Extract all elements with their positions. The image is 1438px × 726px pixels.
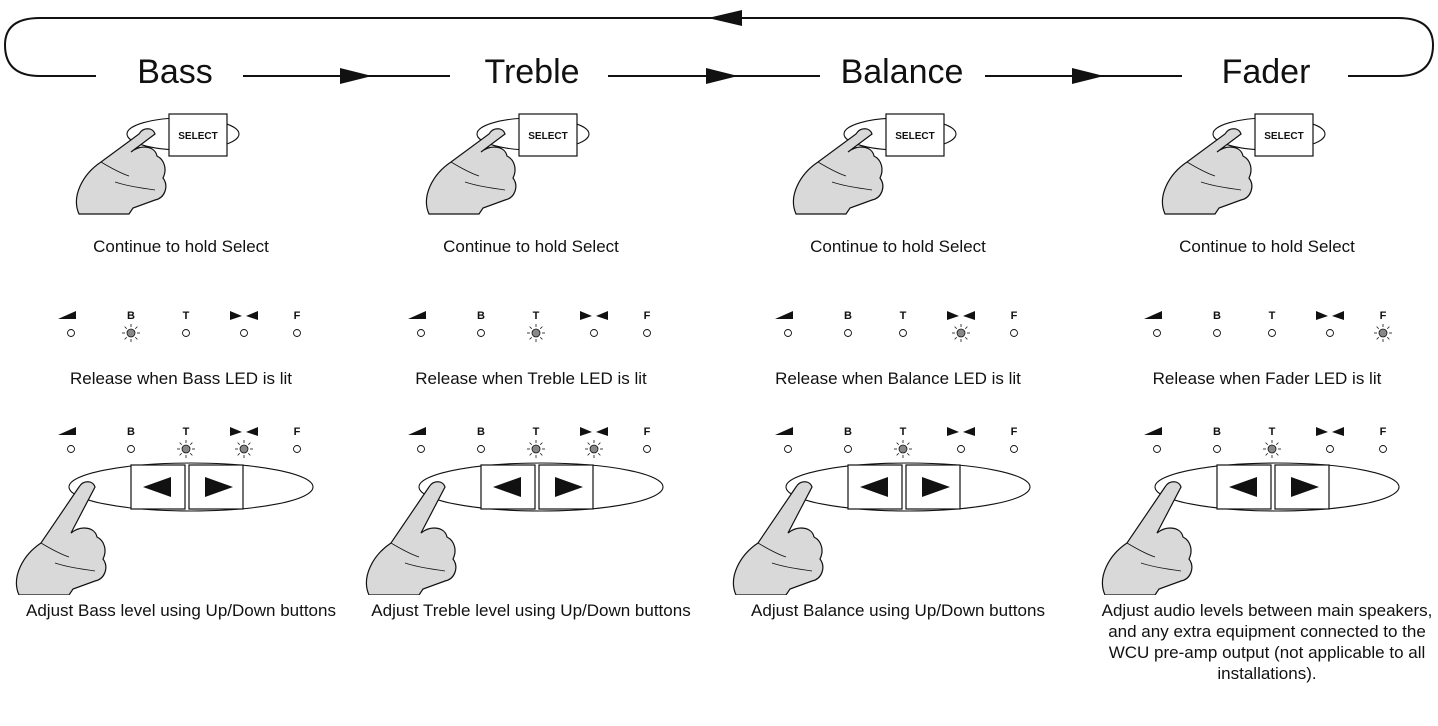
- select-press-illustration: SELECT: [75, 113, 240, 215]
- left-arrow-icon: [1229, 477, 1257, 497]
- release-caption: Release when Treble LED is lit: [415, 369, 647, 388]
- right-arrow-icon: [555, 477, 583, 497]
- svg-text:F: F: [1011, 310, 1018, 322]
- svg-text:T: T: [183, 426, 190, 438]
- return-loop-left: [3, 17, 740, 77]
- updown-press-illustration: [15, 462, 314, 595]
- right-arrow-icon: [1291, 477, 1319, 497]
- svg-text:B: B: [127, 426, 135, 438]
- mode-title-fader: Fader: [1221, 53, 1311, 91]
- updown-press-illustration: [732, 462, 1031, 595]
- release-caption: Release when Bass LED is lit: [69, 369, 293, 388]
- hold-select-caption: Continue to hold Select: [93, 237, 269, 256]
- svg-text:B: B: [1213, 426, 1221, 438]
- svg-text:T: T: [1269, 310, 1276, 322]
- svg-text:F: F: [294, 310, 301, 322]
- adjust-caption: Adjust Balance using Up/Down buttons: [751, 601, 1045, 620]
- svg-text:B: B: [1213, 310, 1221, 322]
- release-caption: Release when Balance LED is lit: [775, 369, 1021, 388]
- svg-text:T: T: [183, 310, 190, 322]
- adjust-caption: Adjust audio levels between main speaker…: [1101, 601, 1433, 683]
- mode-title-treble: Treble: [484, 53, 580, 91]
- select-press-illustration: SELECT: [792, 113, 957, 215]
- hold-select-caption: Continue to hold Select: [810, 237, 986, 256]
- left-arrow-icon: [143, 477, 171, 497]
- svg-text:F: F: [1011, 426, 1018, 438]
- select-button-label: SELECT: [528, 131, 567, 142]
- select-press-illustration: SELECT: [425, 113, 590, 215]
- select-button-label: SELECT: [895, 131, 934, 142]
- select-button: [168, 113, 228, 157]
- select-button-label: SELECT: [178, 131, 217, 142]
- svg-text:F: F: [1380, 310, 1387, 322]
- return-loop-right: [740, 17, 1435, 77]
- select-button: [518, 113, 578, 157]
- svg-text:B: B: [477, 426, 485, 438]
- release-caption: Release when Fader LED is lit: [1152, 369, 1382, 388]
- svg-text:F: F: [294, 426, 301, 438]
- svg-text:T: T: [900, 426, 907, 438]
- svg-text:T: T: [533, 310, 540, 322]
- right-arrow-icon: [922, 477, 950, 497]
- left-arrow-icon: [493, 477, 521, 497]
- svg-text:T: T: [1269, 426, 1276, 438]
- svg-text:B: B: [127, 310, 135, 322]
- svg-text:B: B: [844, 426, 852, 438]
- svg-text:F: F: [644, 310, 651, 322]
- left-arrow-icon: [860, 477, 888, 497]
- mode-title-balance: Balance: [840, 53, 964, 91]
- hold-select-caption: Continue to hold Select: [443, 237, 619, 256]
- arrow-bass-to-treble: [340, 68, 372, 84]
- svg-text:F: F: [644, 426, 651, 438]
- up-button: [1274, 464, 1330, 510]
- right-arrow-icon: [205, 477, 233, 497]
- svg-text:T: T: [900, 310, 907, 322]
- updown-press-illustration: [365, 462, 664, 595]
- select-press-illustration: SELECT: [1161, 113, 1326, 215]
- select-button: [1254, 113, 1314, 157]
- svg-text:B: B: [477, 310, 485, 322]
- select-button-label: SELECT: [1264, 131, 1303, 142]
- hold-select-caption: Continue to hold Select: [1179, 237, 1355, 256]
- svg-text:F: F: [1380, 426, 1387, 438]
- mode-cycle-flow: [3, 10, 1435, 84]
- down-button: [480, 464, 536, 510]
- adjust-caption: Adjust Bass level using Up/Down buttons: [26, 601, 336, 620]
- updown-press-illustration: [1101, 462, 1400, 595]
- arrow-treble-to-balance: [706, 68, 738, 84]
- mode-title-bass: Bass: [137, 53, 213, 91]
- return-arrow-head: [708, 10, 742, 26]
- select-button: [885, 113, 945, 157]
- svg-text:B: B: [844, 310, 852, 322]
- adjust-caption: Adjust Treble level using Up/Down button…: [371, 601, 691, 620]
- svg-text:T: T: [533, 426, 540, 438]
- arrow-balance-to-fader: [1072, 68, 1104, 84]
